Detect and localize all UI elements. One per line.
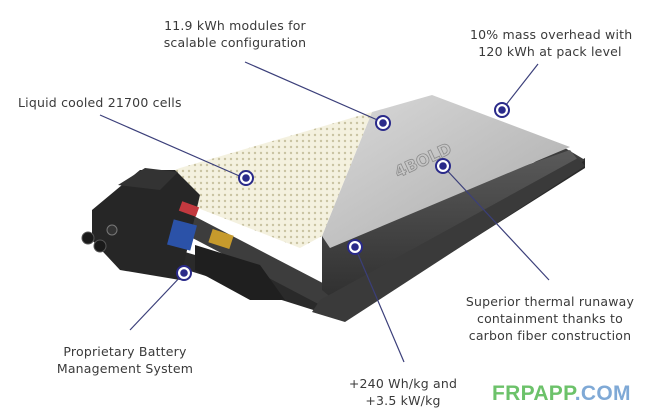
callout-label-modules: 11.9 kWh modules for scalable configurat… — [160, 17, 310, 51]
module-block — [195, 245, 285, 300]
callout-label-bms: Proprietary Battery Management System — [50, 343, 200, 377]
callout-label-energy: +240 Wh/kg and +3.5 kW/kg — [348, 375, 458, 409]
cell-array — [160, 112, 372, 248]
connector-port — [106, 224, 118, 236]
callout-marker-bms[interactable] — [176, 265, 192, 281]
callout-label-line: 11.9 kWh modules for — [164, 18, 306, 33]
callout-label-mass: 10% mass overhead with 120 kWh at pack l… — [470, 26, 633, 60]
callout-marker-cells[interactable] — [238, 170, 254, 186]
callout-label-line: 120 kWh at pack level — [478, 44, 622, 59]
callout-label-line: containment thanks to — [477, 311, 623, 326]
connector-port — [93, 239, 107, 253]
callout-marker-energy[interactable] — [347, 239, 363, 255]
callout-line-bms — [129, 273, 184, 331]
callout-label-line: carbon fiber construction — [468, 328, 632, 343]
callout-marker-modules[interactable] — [375, 115, 391, 131]
callout-line-cells — [99, 114, 245, 179]
callout-label-line: +3.5 kW/kg — [365, 393, 441, 408]
callout-label-thermal: Superior thermal runaway containment tha… — [455, 293, 645, 344]
carbon-cover — [118, 168, 178, 190]
red-component — [178, 201, 200, 217]
callout-line-modules — [244, 61, 383, 123]
callout-line-thermal — [442, 165, 550, 281]
callout-marker-thermal[interactable] — [435, 158, 451, 174]
bms-housing — [92, 170, 200, 280]
watermark-part2: .COM — [574, 382, 631, 405]
callout-label-line: +240 Wh/kg and — [348, 376, 458, 391]
callout-label-line: scalable configuration — [163, 35, 307, 50]
callout-label-line: 10% mass overhead with — [470, 27, 633, 42]
callout-line-energy — [354, 246, 405, 363]
connector-port — [81, 231, 95, 245]
callout-label-line: Proprietary Battery — [63, 344, 187, 359]
gold-busbar — [208, 228, 234, 250]
watermark: FRPAPP.COM — [492, 382, 631, 406]
callout-label-line: Liquid cooled 21700 cells — [18, 95, 182, 110]
callout-label-line: Superior thermal runaway — [465, 294, 635, 309]
callout-marker-mass[interactable] — [494, 102, 510, 118]
callout-label-line: Management System — [56, 361, 194, 376]
callout-label-cells: Liquid cooled 21700 cells — [18, 94, 182, 111]
blue-connector — [167, 219, 197, 251]
pack-flange — [312, 158, 585, 322]
watermark-part1: FRPAPP — [492, 382, 575, 405]
callout-line-mass — [501, 63, 539, 111]
